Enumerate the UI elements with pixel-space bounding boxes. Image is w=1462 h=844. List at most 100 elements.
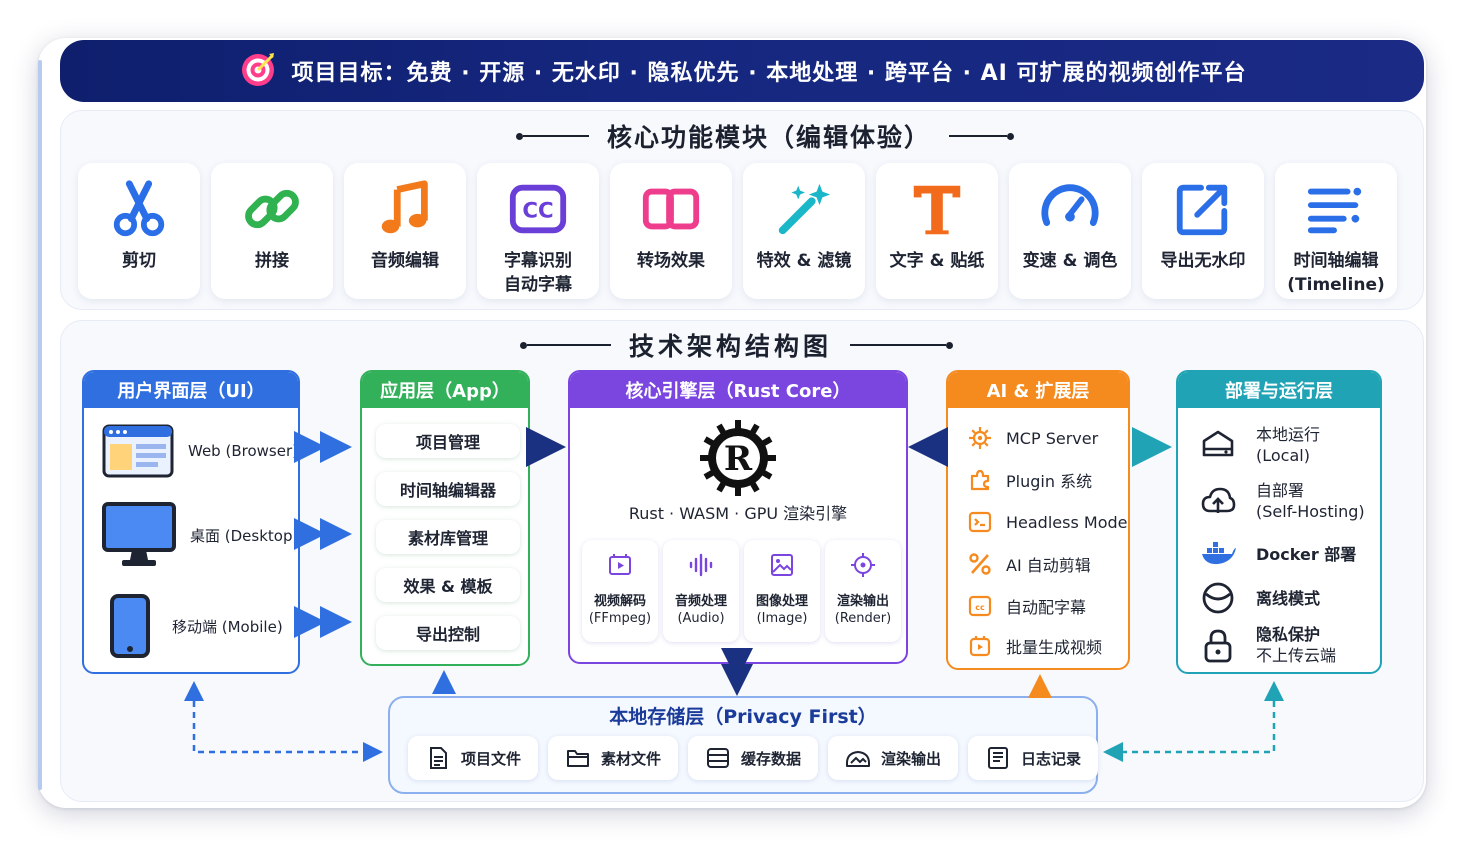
app-layer: 应用层（App） 项目管理 时间轴编辑器 素材库管理 效果 & 模板 导出控制 bbox=[360, 370, 530, 666]
features-title-text: 核心功能模块（编辑体验） bbox=[607, 123, 932, 152]
lock-icon bbox=[1204, 629, 1232, 663]
magic-wand-icon bbox=[769, 173, 839, 245]
title-rule-left bbox=[520, 341, 611, 349]
ai-layer-title: AI & 扩展层 bbox=[948, 372, 1128, 408]
feature-transitions[interactable]: 转场效果 bbox=[610, 163, 732, 299]
batch-video-icon bbox=[969, 636, 991, 657]
title-rule-right bbox=[850, 341, 954, 349]
feature-label: 拼接 bbox=[255, 251, 289, 271]
ui-mobile[interactable]: 移动端 (Mobile) bbox=[102, 594, 283, 658]
deploy-layer: 部署与运行层 本地运行(Local) 自部署(Self-Hosting) Doc… bbox=[1176, 370, 1382, 674]
feature-label: 转场效果 bbox=[637, 251, 705, 271]
feature-label: 导出无水印 bbox=[1160, 251, 1246, 271]
storage-project-files[interactable]: 项目文件 bbox=[408, 736, 538, 780]
percent-icon bbox=[969, 553, 991, 575]
svg-text:cc: cc bbox=[975, 603, 985, 612]
ui-app-double-arrows bbox=[294, 431, 352, 638]
app-item[interactable]: 导出控制 bbox=[376, 616, 520, 650]
title-rule-right bbox=[949, 132, 1015, 140]
app-item[interactable]: 素材库管理 bbox=[376, 520, 520, 554]
ai-item-mcp[interactable]: MCP Server bbox=[968, 426, 1098, 450]
link-icon bbox=[237, 173, 307, 245]
render-target-icon bbox=[851, 553, 875, 577]
module-image[interactable]: 图像处理 (Image) bbox=[744, 540, 820, 642]
feature-speed-color[interactable]: 变速 & 调色 bbox=[1009, 163, 1131, 299]
storage-cache[interactable]: 缓存数据 bbox=[688, 736, 818, 780]
ui-desktop[interactable]: 桌面 (Desktop) bbox=[102, 502, 298, 568]
app-item[interactable]: 时间轴编辑器 bbox=[376, 472, 520, 506]
module-video-decode[interactable]: 视频解码 (FFmpeg) bbox=[582, 540, 658, 642]
module-audio[interactable]: 音频处理 (Audio) bbox=[663, 540, 739, 642]
rust-logo-icon: R bbox=[700, 420, 776, 496]
app-item[interactable]: 效果 & 模板 bbox=[376, 568, 520, 602]
feature-audio-edit[interactable]: 音频编辑 bbox=[344, 163, 466, 299]
feature-timeline[interactable]: 时间轴编辑(Timeline) bbox=[1275, 163, 1397, 299]
ui-web-label: Web (Browser) bbox=[188, 442, 298, 460]
target-icon bbox=[238, 49, 278, 93]
feature-list: 剪切 拼接 音频编辑 CC 字幕识别自动字幕 转场效果 特效 & 滤镜 文字 bbox=[78, 163, 1400, 299]
feature-label: 字幕识别自动字幕 bbox=[504, 251, 572, 295]
gear-icon bbox=[969, 427, 991, 449]
feature-export[interactable]: 导出无水印 bbox=[1142, 163, 1264, 299]
feature-label: 剪切 bbox=[122, 251, 156, 271]
log-icon bbox=[987, 747, 1008, 769]
core-layer: 核心引擎层（Rust Core） R Rust · WASM · GPU 渲染引… bbox=[568, 370, 908, 664]
speedometer-icon bbox=[1035, 173, 1105, 245]
deploy-layer-title: 部署与运行层 bbox=[1178, 372, 1380, 408]
features-title: 核心功能模块（编辑体验） bbox=[516, 118, 1015, 154]
deploy-storage-dashed-link bbox=[1103, 690, 1276, 762]
feature-effects[interactable]: 特效 & 滤镜 bbox=[743, 163, 865, 299]
ui-desktop-label: 桌面 (Desktop) bbox=[190, 526, 299, 545]
scissors-icon bbox=[104, 173, 174, 245]
text-icon bbox=[902, 173, 972, 245]
browser-icon bbox=[102, 424, 174, 478]
subtitle-icon: cc bbox=[968, 595, 992, 617]
cloud-upload-icon bbox=[1201, 487, 1236, 513]
ui-web[interactable]: Web (Browser) bbox=[102, 424, 298, 478]
deploy-local[interactable]: 本地运行(Local) bbox=[1200, 424, 1320, 466]
database-icon bbox=[706, 748, 729, 768]
video-decode-icon bbox=[609, 554, 631, 575]
desktop-monitor-icon bbox=[102, 502, 176, 566]
feature-text-stickers[interactable]: 文字 & 贴纸 bbox=[876, 163, 998, 299]
storage-logs[interactable]: 日志记录 bbox=[968, 736, 1098, 780]
deploy-privacy[interactable]: 隐私保护不上传云端 bbox=[1200, 624, 1336, 666]
image-icon bbox=[771, 554, 793, 576]
core-caption: Rust · WASM · GPU 渲染引擎 bbox=[628, 504, 848, 523]
timeline-icon bbox=[1301, 173, 1371, 245]
deploy-offline[interactable]: 离线模式 bbox=[1200, 580, 1320, 616]
deploy-docker[interactable]: Docker 部署 bbox=[1200, 536, 1356, 572]
ai-item-batch[interactable]: 批量生成视频 bbox=[968, 634, 1102, 658]
feature-label: 特效 & 滤镜 bbox=[756, 251, 852, 271]
feature-label: 时间轴编辑(Timeline) bbox=[1287, 251, 1385, 295]
app-item[interactable]: 项目管理 bbox=[376, 424, 520, 458]
ui-storage-dashed-link bbox=[192, 690, 383, 762]
title-rule-left bbox=[516, 132, 589, 140]
local-drive-icon bbox=[1202, 430, 1234, 457]
ai-item-headless[interactable]: Headless Mode bbox=[968, 510, 1127, 534]
goal-text: 项目目标：免费 · 开源 · 无水印 · 隐私优先 · 本地处理 · 跨平台 ·… bbox=[291, 61, 1247, 86]
docker-icon bbox=[1202, 542, 1236, 565]
ai-item-auto-subtitle[interactable]: cc 自动配字幕 bbox=[968, 594, 1086, 618]
svg-text:R: R bbox=[724, 439, 753, 479]
music-note-icon bbox=[370, 173, 440, 245]
folder-icon bbox=[566, 750, 589, 767]
module-render[interactable]: 渲染输出 (Render) bbox=[825, 540, 901, 642]
ai-item-auto-edit[interactable]: AI 自动剪辑 bbox=[968, 552, 1091, 576]
storage-render-output[interactable]: 渲染输出 bbox=[828, 736, 958, 780]
feature-subtitles[interactable]: CC 字幕识别自动字幕 bbox=[477, 163, 599, 299]
core-layer-title: 核心引擎层（Rust Core） bbox=[570, 372, 906, 408]
architecture-title: 技术架构结构图 bbox=[520, 327, 954, 363]
document-icon bbox=[429, 747, 447, 769]
storage-layer: 本地存储层（Privacy First） 项目文件 素材文件 缓存数据 渲染输出… bbox=[388, 696, 1098, 794]
storage-asset-files[interactable]: 素材文件 bbox=[548, 736, 678, 780]
transition-icon bbox=[636, 173, 706, 245]
deploy-self-hosting[interactable]: 自部署(Self-Hosting) bbox=[1200, 480, 1365, 522]
architecture-title-text: 技术架构结构图 bbox=[629, 332, 833, 361]
card-edge-accent bbox=[38, 60, 42, 790]
feature-join[interactable]: 拼接 bbox=[211, 163, 333, 299]
feature-cut[interactable]: 剪切 bbox=[78, 163, 200, 299]
terminal-icon bbox=[968, 511, 992, 533]
ai-item-plugin[interactable]: Plugin 系统 bbox=[968, 468, 1092, 492]
